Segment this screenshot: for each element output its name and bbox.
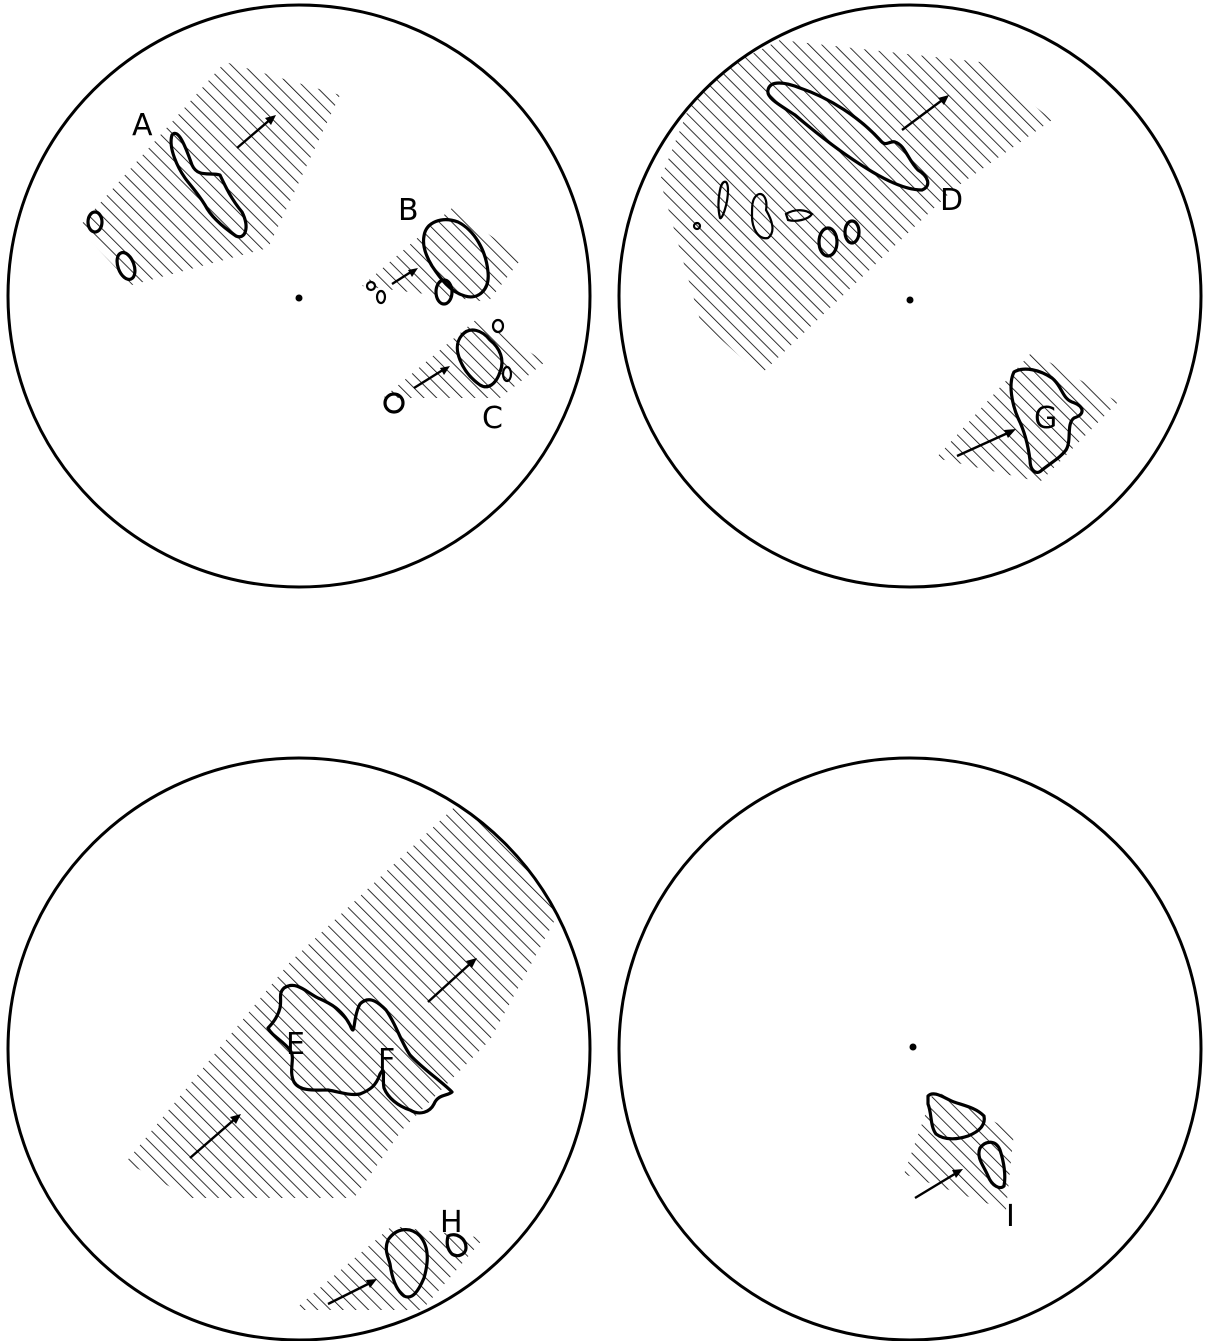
disc-center-4 [910, 1044, 917, 1051]
label-i: I [1006, 1199, 1015, 1234]
disc-panel-1: A B C [8, 5, 590, 587]
label-e: E [286, 1027, 305, 1062]
solar-disc-4 [619, 758, 1201, 1340]
label-d: D [940, 183, 963, 218]
disc-panel-3: E F H [8, 758, 590, 1340]
label-b: B [398, 193, 419, 228]
disc-center-2 [907, 297, 914, 304]
label-f: F [378, 1043, 395, 1078]
label-g: G [1034, 401, 1057, 436]
label-c: C [482, 401, 503, 436]
label-h: H [440, 1205, 463, 1240]
disc-center-1 [296, 295, 303, 302]
label-a: A [132, 108, 153, 143]
disc-panel-2: D G [619, 5, 1201, 587]
disc-panel-4: I [619, 758, 1201, 1340]
